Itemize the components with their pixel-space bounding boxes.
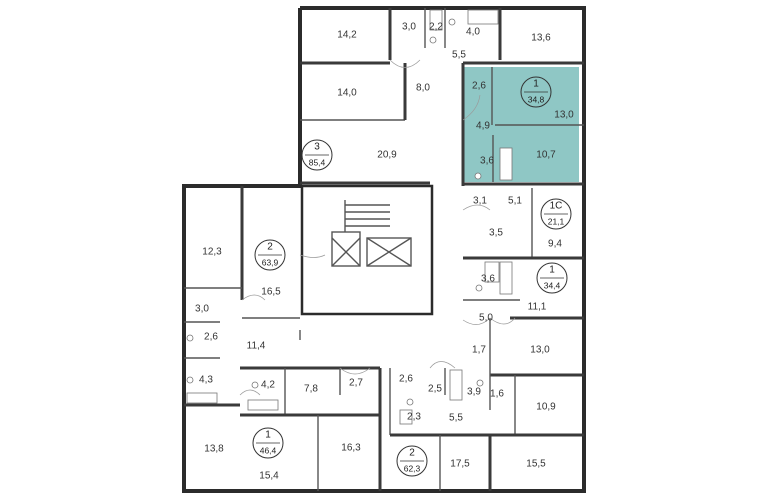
room-area-label: 2,6 [472, 81, 486, 92]
room-area-label: 2,5 [428, 384, 442, 395]
room-area-label: 9,4 [548, 239, 562, 250]
room-area-label: 4,3 [199, 375, 213, 386]
room-area-label: 4,2 [261, 380, 275, 391]
highlighted-apartment-fill-lower [463, 125, 579, 182]
room-area-label: 13,8 [204, 444, 224, 455]
room-area-label: 3,6 [481, 274, 495, 285]
interior-walls [184, 8, 584, 491]
room-area-label: 3,5 [489, 228, 503, 239]
apartment-room-count: 3 [314, 142, 320, 153]
room-area-label: 3,0 [195, 304, 209, 315]
room-area-label: 14,0 [337, 88, 357, 99]
room-area-label: 2,7 [349, 378, 363, 389]
apartment-badge[interactable]: 1 46,4 [252, 427, 284, 459]
apartment-badges: 1 34,8 3 85,4 1С 21,1 2 63,9 1 34,4 [252, 76, 572, 477]
apartment-area: 63,9 [262, 257, 279, 267]
highlighted-apartment[interactable] [463, 67, 579, 182]
room-area-label: 5,5 [452, 50, 466, 61]
apartment-room-count: 2 [409, 448, 415, 459]
room-area-label: 20,9 [377, 150, 397, 161]
room-area-label: 5,0 [479, 313, 493, 324]
room-area-label: 13,6 [531, 33, 551, 44]
room-area-label: 5,1 [508, 196, 522, 207]
door-swings [239, 59, 516, 396]
room-area-label: 2,3 [407, 412, 421, 423]
apartment-badge[interactable]: 1С 21,1 [540, 198, 572, 230]
room-area-label: 16,3 [341, 443, 361, 454]
apartment-badge[interactable]: 2 63,9 [254, 239, 286, 271]
apartment-area: 46,4 [260, 445, 277, 455]
apartment-badge[interactable]: 1 34,4 [536, 262, 568, 294]
room-area-label: 17,5 [450, 459, 470, 470]
room-area-label: 5,5 [449, 413, 463, 424]
apartment-area: 34,8 [528, 94, 545, 104]
apartment-room-count: 2 [267, 242, 273, 253]
apartment-badge[interactable]: 2 62,3 [396, 445, 428, 477]
apartment-area: 34,4 [544, 280, 561, 290]
apartment-badge[interactable]: 3 85,4 [301, 139, 333, 171]
room-area-label: 15,4 [259, 471, 279, 482]
room-area-label: 16,5 [261, 287, 281, 298]
room-area-label: 8,0 [416, 83, 430, 94]
room-area-label: 10,9 [536, 402, 556, 413]
apartment-room-count: 1 [265, 430, 271, 441]
room-area-label: 1,7 [472, 345, 486, 356]
room-area-label: 7,8 [304, 384, 318, 395]
room-labels: 14,2 3,0 2,2 4,0 13,6 5,5 14,0 8,0 2,6 1… [195, 22, 574, 482]
room-area-label: 3,1 [473, 196, 487, 207]
apartment-area: 21,1 [548, 216, 565, 226]
apartment-badge[interactable]: 1 34,8 [520, 76, 552, 108]
apartment-area: 62,3 [404, 463, 421, 473]
room-area-label: 2,6 [204, 332, 218, 343]
highlighted-apartment-fill-upper [463, 67, 579, 125]
room-area-label: 12,3 [202, 247, 222, 258]
room-area-label: 3,6 [480, 156, 494, 167]
room-area-label: 13,0 [530, 345, 550, 356]
room-area-label: 3,9 [467, 387, 481, 398]
fixtures [186, 9, 513, 425]
room-area-label: 11,1 [528, 302, 547, 313]
apartment-room-count: 1 [533, 79, 539, 90]
apartment-area: 85,4 [309, 157, 326, 167]
apartment-room-count: 1С [550, 201, 563, 212]
room-area-label: 10,7 [536, 150, 556, 161]
room-area-label: 1,6 [490, 389, 504, 400]
room-area-label: 2,2 [429, 22, 443, 33]
room-area-label: 13,0 [554, 110, 574, 121]
room-area-label: 3,0 [402, 22, 416, 33]
apartment-room-count: 1 [549, 265, 555, 276]
room-area-label: 15,5 [526, 459, 546, 470]
room-area-label: 14,2 [337, 30, 357, 41]
room-area-label: 11,4 [247, 341, 266, 352]
room-area-label: 4,9 [476, 121, 490, 132]
room-area-label: 2,6 [399, 374, 413, 385]
room-area-label: 4,0 [466, 27, 480, 38]
outer-walls [182, 6, 586, 493]
